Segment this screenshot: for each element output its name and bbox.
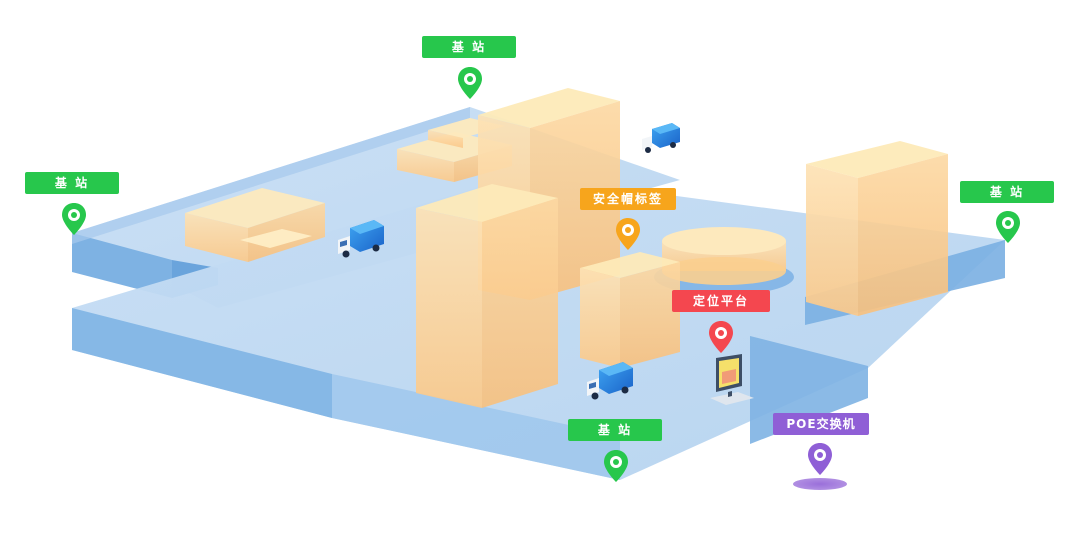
map-pin-icon (604, 450, 628, 482)
map-pin-icon (62, 203, 86, 235)
map-pin-icon (709, 321, 733, 353)
poe-switch-label: POE交换机 (773, 413, 869, 435)
poe-switch-base (793, 478, 847, 490)
map-pin-icon (808, 443, 832, 475)
map-pin-icon (616, 218, 640, 250)
safety-helmet-tag-label: 安全帽标签 (580, 188, 676, 210)
building-cylinder (654, 227, 794, 295)
truck-icon (642, 123, 680, 153)
base-station-tag-left: 基 站 (25, 172, 119, 194)
building-mid (580, 252, 680, 368)
building-left-low (185, 188, 325, 262)
positioning-platform-label: 定位平台 (672, 290, 770, 312)
map-pin-icon (458, 67, 482, 99)
truck-icon (338, 220, 384, 258)
base-station-tag-top: 基 站 (422, 36, 516, 58)
building-tall-front (416, 184, 558, 408)
base-station-tag-right: 基 站 (960, 181, 1054, 203)
building-right (806, 141, 948, 316)
map-pin-icon (996, 211, 1020, 243)
truck-icon (587, 362, 633, 400)
base-station-tag-bottom: 基 站 (568, 419, 662, 441)
computer-monitor-icon (710, 354, 754, 405)
